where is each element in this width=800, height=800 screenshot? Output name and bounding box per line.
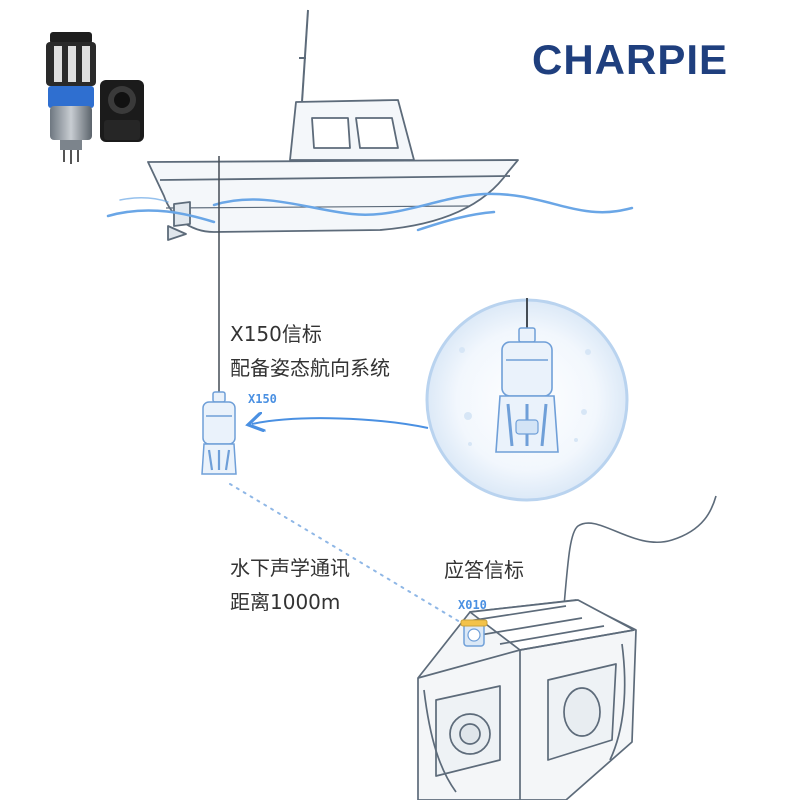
water-waves bbox=[106, 192, 634, 232]
product-photo bbox=[46, 32, 144, 164]
x150-beacon-title: X150信标 bbox=[230, 322, 322, 346]
x150-beacon-figure bbox=[201, 391, 237, 475]
x150-tag: X150 bbox=[248, 392, 277, 406]
x150-beacon-description: 配备姿态航向系统 bbox=[230, 356, 390, 380]
x010-tag: X010 bbox=[458, 598, 487, 612]
zoom-arrow bbox=[252, 418, 429, 428]
responder-beacon-title: 应答信标 bbox=[444, 558, 524, 582]
rov-tether bbox=[563, 495, 717, 607]
acoustic-link-line bbox=[229, 483, 461, 623]
rov-vehicle bbox=[417, 599, 637, 800]
beacon-zoom-bubble bbox=[425, 298, 629, 502]
x010-responder-figure bbox=[460, 619, 488, 647]
acoustic-comm-label: 水下声学通讯 bbox=[230, 556, 350, 580]
boat bbox=[147, 9, 519, 241]
acoustic-range-label: 距离1000m bbox=[230, 590, 341, 614]
charpie-logo: CHARPIE bbox=[532, 36, 729, 83]
